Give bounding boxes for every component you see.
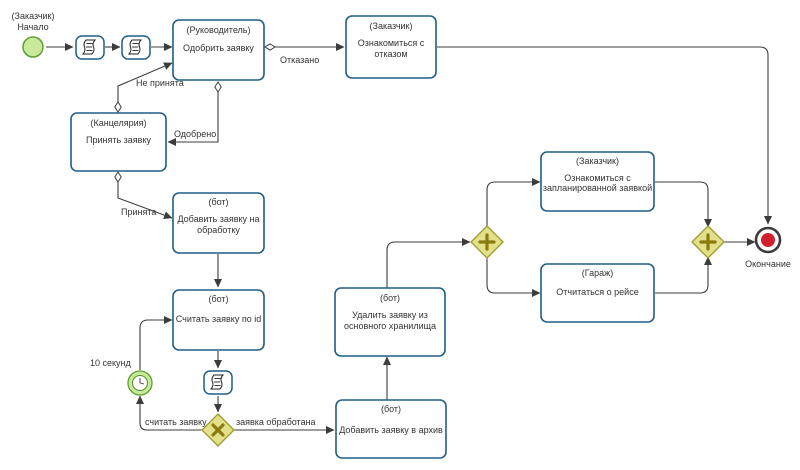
task-delete-main-line1: Удалить заявку из	[352, 310, 428, 320]
flow-label-approved: Одобрено	[174, 129, 216, 139]
plus-gateway-icon	[699, 233, 717, 251]
flow-approve-to-accept[interactable]	[167, 81, 222, 146]
end-event-label: Окончание	[745, 259, 791, 269]
start-event[interactable]	[22, 36, 44, 58]
flow-label-not-accepted: Не принята	[136, 78, 184, 88]
task-accept-role: (Канцелярия)	[90, 118, 146, 128]
task-delete-main[interactable]: (бот) Удалить заявку из основного хранил…	[334, 287, 446, 357]
task-add-processing-role: (бот)	[208, 197, 228, 207]
script-icon	[127, 39, 143, 55]
flow-label-read-request: считать заявку	[145, 417, 207, 427]
script-task-2[interactable]	[121, 35, 151, 60]
end-event[interactable]	[754, 226, 782, 254]
clock-icon	[132, 375, 148, 391]
start-event-role: (Заказчик)	[12, 11, 55, 21]
exclusive-gateway[interactable]	[201, 413, 235, 447]
script-icon	[81, 39, 97, 55]
start-event-circle[interactable]	[22, 36, 44, 58]
task-trip-report[interactable]: (Гараж) Отчитаться о рейсе	[540, 263, 655, 323]
x-gateway-icon	[211, 423, 225, 437]
parallel-gateway-split[interactable]	[470, 225, 504, 259]
plus-gateway-icon	[478, 233, 496, 251]
flow-timer-to-read[interactable]	[139, 316, 173, 370]
task-trip-report-role: (Гараж)	[582, 268, 613, 278]
sequence-flows	[46, 43, 772, 434]
task-archive-role: (бот)	[381, 404, 401, 414]
script-task-1[interactable]	[75, 35, 105, 60]
task-accept-name: Принять заявку	[86, 135, 151, 145]
timer-event[interactable]	[127, 370, 153, 396]
task-read-by-id-role: (бот)	[208, 294, 228, 304]
task-add-processing-line1: Добавить заявку на	[177, 214, 259, 224]
flow-report-to-join[interactable]	[655, 256, 712, 294]
flow-accept-to-add-processing[interactable]	[114, 171, 173, 219]
task-reject-notice-line1: Ознакомиться с	[358, 38, 425, 48]
timer-event-label: 10 секунд	[90, 358, 132, 368]
task-accept[interactable]: (Канцелярия) Принять заявку	[70, 112, 167, 172]
task-delete-main-role: (бот)	[380, 293, 400, 303]
parallel-gateway-join[interactable]	[691, 225, 725, 259]
flow-split-to-report[interactable]	[486, 257, 541, 297]
start-event-label: Начало	[17, 22, 48, 32]
script-icon	[209, 374, 225, 390]
flow-label-accepted: Принята	[121, 207, 156, 217]
task-add-processing-line2: обработку	[197, 225, 240, 235]
flow-gateway-to-timer[interactable]	[136, 395, 204, 431]
flow-label-rejected: Отказано	[280, 55, 319, 65]
flow-label-request-processed: заявка обработана	[236, 417, 316, 427]
task-approve-name: Одобрить заявку	[183, 43, 254, 53]
flow-reject-notice-to-end[interactable]	[437, 46, 772, 225]
task-planned-notice[interactable]: (Заказчик) Ознакомиться с запланированно…	[540, 151, 655, 212]
task-planned-notice-line1: Ознакомиться с	[564, 173, 631, 183]
task-archive[interactable]: (бот) Добавить заявку в архив	[335, 399, 447, 459]
task-planned-notice-line2: запланированной заявкой	[543, 183, 652, 193]
task-delete-main-line2: основного хранилища	[344, 321, 436, 331]
task-reject-notice[interactable]: (Заказчик) Ознакомиться с отказом	[345, 15, 437, 79]
task-reject-notice-role: (Заказчик)	[370, 21, 413, 31]
task-approve-role: (Руководитель)	[187, 25, 251, 35]
script-task-3[interactable]	[203, 370, 233, 395]
flow-planned-to-join[interactable]	[655, 181, 712, 228]
task-planned-notice-role: (Заказчик)	[576, 156, 619, 166]
flow-accept-to-approve[interactable]	[114, 62, 173, 113]
task-archive-name: Добавить заявку в архив	[339, 425, 443, 435]
task-reject-notice-line2: отказом	[374, 49, 407, 59]
task-add-processing[interactable]: (бот) Добавить заявку на обработку	[172, 192, 265, 254]
task-read-by-id[interactable]: (бот) Считать заявку по id	[172, 289, 265, 351]
flow-delete-to-split[interactable]	[386, 238, 471, 288]
task-read-by-id-name: Считать заявку по id	[176, 314, 261, 324]
flow-split-to-planned[interactable]	[486, 178, 541, 227]
task-trip-report-name: Отчитаться о рейсе	[556, 287, 638, 297]
task-approve[interactable]: (Руководитель) Одобрить заявку	[172, 19, 265, 81]
